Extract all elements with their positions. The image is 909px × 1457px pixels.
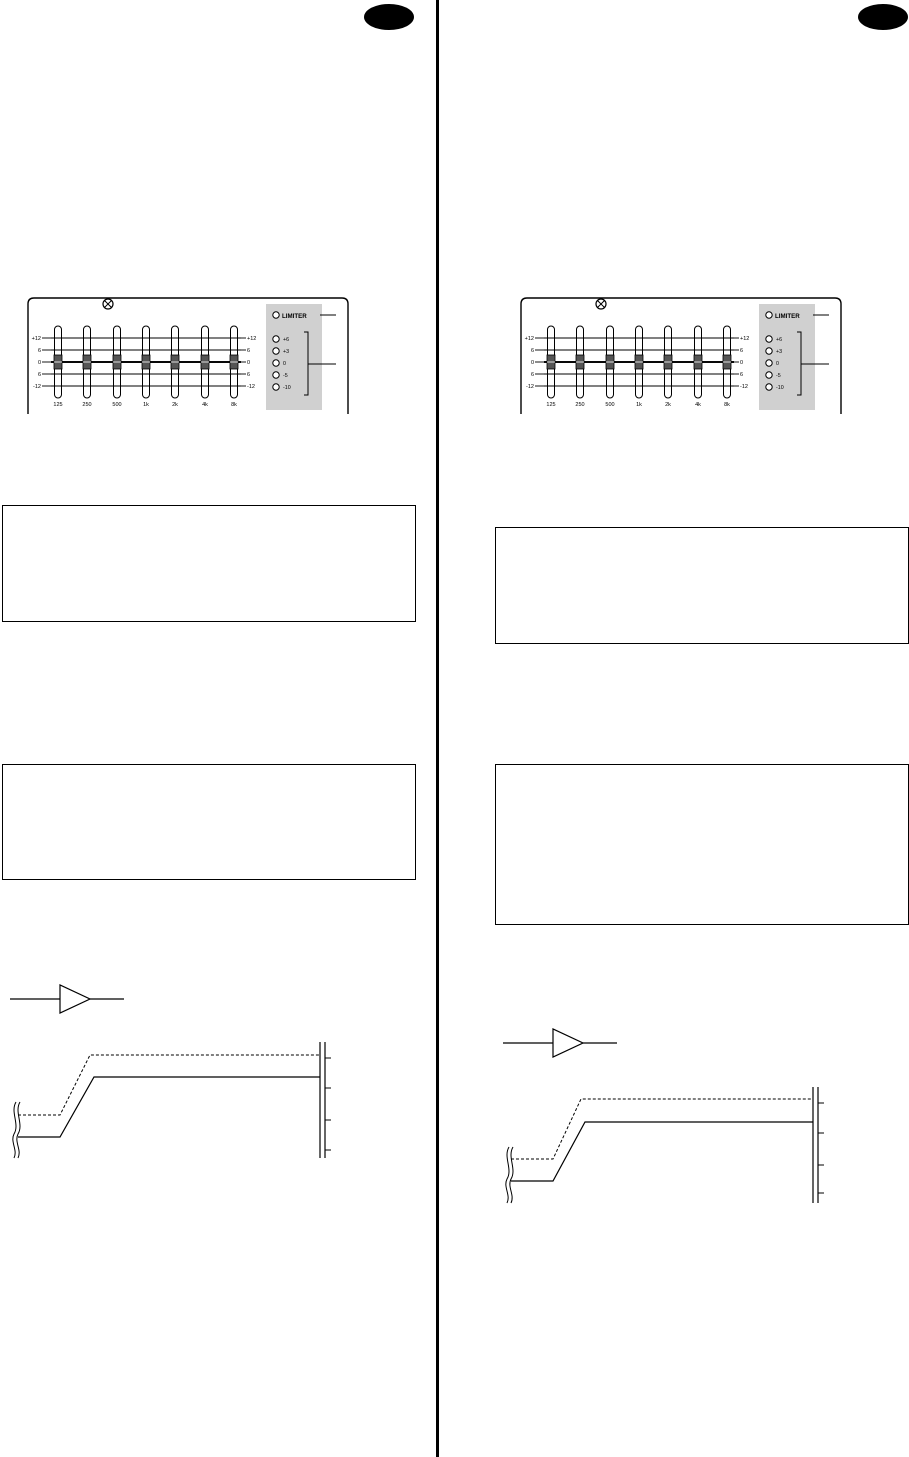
db-scale-label: 6	[38, 372, 41, 378]
triangle-amplifier-icon	[59, 984, 92, 1014]
crossed-circle-icon-stroke	[597, 300, 605, 308]
dashed-curve	[18, 1054, 320, 1116]
meter-panel	[266, 304, 322, 410]
triangle-amplifier-icon	[552, 1028, 585, 1058]
meter-led	[272, 347, 280, 355]
eq-frame	[27, 297, 349, 414]
db-scale-label: 0	[38, 360, 41, 366]
crossed-circle-icon-stroke	[104, 300, 112, 308]
limiter-label: LIMITER	[775, 313, 800, 320]
limiter-led	[765, 311, 773, 319]
meter-label: +6	[283, 337, 289, 343]
db-scale-label-right: +12	[740, 336, 749, 342]
db-scale-label-right: 6	[247, 348, 250, 354]
meter-label: 0	[283, 361, 286, 367]
db-scale-label-right: -12	[247, 384, 255, 390]
page-badge-right	[858, 4, 908, 30]
meter-label: +3	[283, 349, 289, 355]
db-scale-label: 6	[38, 348, 41, 354]
response-curve-left	[12, 1042, 331, 1159]
db-scale-label-right: 0	[247, 360, 250, 366]
eq-band-label: 125	[546, 402, 555, 408]
column-divider	[436, 0, 439, 1457]
meter-panel	[759, 304, 815, 410]
eq-band-label: 4k	[202, 402, 208, 408]
db-scale-label: 6	[531, 348, 534, 354]
meter-label: 0	[776, 361, 779, 367]
eq-band-label: 8k	[231, 402, 237, 408]
db-scale-label: -12	[526, 384, 534, 390]
eq-band-label: 4k	[695, 402, 701, 408]
eq-band-label: 2k	[172, 402, 178, 408]
break-mark	[505, 1146, 510, 1204]
db-scale-label-right: -12	[740, 384, 748, 390]
db-scale-label-right: 0	[740, 360, 743, 366]
db-scale-label-right: +12	[247, 336, 256, 342]
meter-led	[765, 347, 773, 355]
eq-band-label: 1k	[143, 402, 149, 408]
meter-led	[272, 371, 280, 379]
limiter-label: LIMITER	[282, 313, 307, 320]
eq-band-label: 8k	[724, 402, 730, 408]
limiter-led	[272, 311, 280, 319]
db-scale-label: +12	[32, 336, 41, 342]
db-scale-label-right: 6	[247, 372, 250, 378]
info-box-right-1	[495, 527, 909, 644]
response-curve-right	[505, 1087, 824, 1204]
amplifier-left	[10, 984, 124, 1014]
eq-band-label: 500	[112, 402, 121, 408]
meter-label: -10	[283, 385, 291, 391]
meter-led	[272, 335, 280, 343]
meter-led	[272, 359, 280, 367]
amplifier-right	[503, 1028, 617, 1058]
meter-label: +3	[776, 349, 782, 355]
meter-label: -10	[776, 385, 784, 391]
db-scale-label-right: 6	[740, 348, 743, 354]
eq-panel-left: +12 6 0 6 -12 125 250 500 1k 2k 4k 8k +12 6 0 6 -12 LIMIT…	[27, 297, 349, 414]
eq-band-label: 250	[82, 402, 91, 408]
info-box-left-2	[2, 764, 416, 880]
db-scale-label: 6	[531, 372, 534, 378]
break-mark	[16, 1101, 21, 1159]
break-mark	[12, 1101, 17, 1159]
dashed-curve	[511, 1098, 813, 1160]
meter-label: +6	[776, 337, 782, 343]
meter-led	[765, 371, 773, 379]
meter-led	[765, 335, 773, 343]
solid-curve	[18, 1076, 320, 1138]
eq-band-label: 500	[605, 402, 614, 408]
eq-frame	[520, 297, 842, 414]
db-scale-label: -12	[33, 384, 41, 390]
eq-band-label: 125	[53, 402, 62, 408]
db-scale-label: 0	[531, 360, 534, 366]
meter-led	[272, 383, 280, 391]
solid-curve	[511, 1121, 813, 1182]
db-scale-label: +12	[525, 336, 534, 342]
info-box-right-2	[495, 764, 909, 925]
info-box-left-1	[2, 505, 416, 622]
db-scale-label-right: 6	[740, 372, 743, 378]
meter-label: -5	[283, 373, 288, 379]
eq-band-label: 250	[575, 402, 584, 408]
eq-panel-right: +12 6 0 6 -12 125 250 500 1k 2k 4k 8k +12 6 0 6 -12 LIMIT…	[520, 297, 842, 414]
eq-band-label: 2k	[665, 402, 671, 408]
meter-led	[765, 383, 773, 391]
page-badge-left	[364, 4, 414, 30]
meter-label: -5	[776, 373, 781, 379]
break-mark	[509, 1146, 514, 1204]
meter-led	[765, 359, 773, 367]
eq-band-label: 1k	[636, 402, 642, 408]
